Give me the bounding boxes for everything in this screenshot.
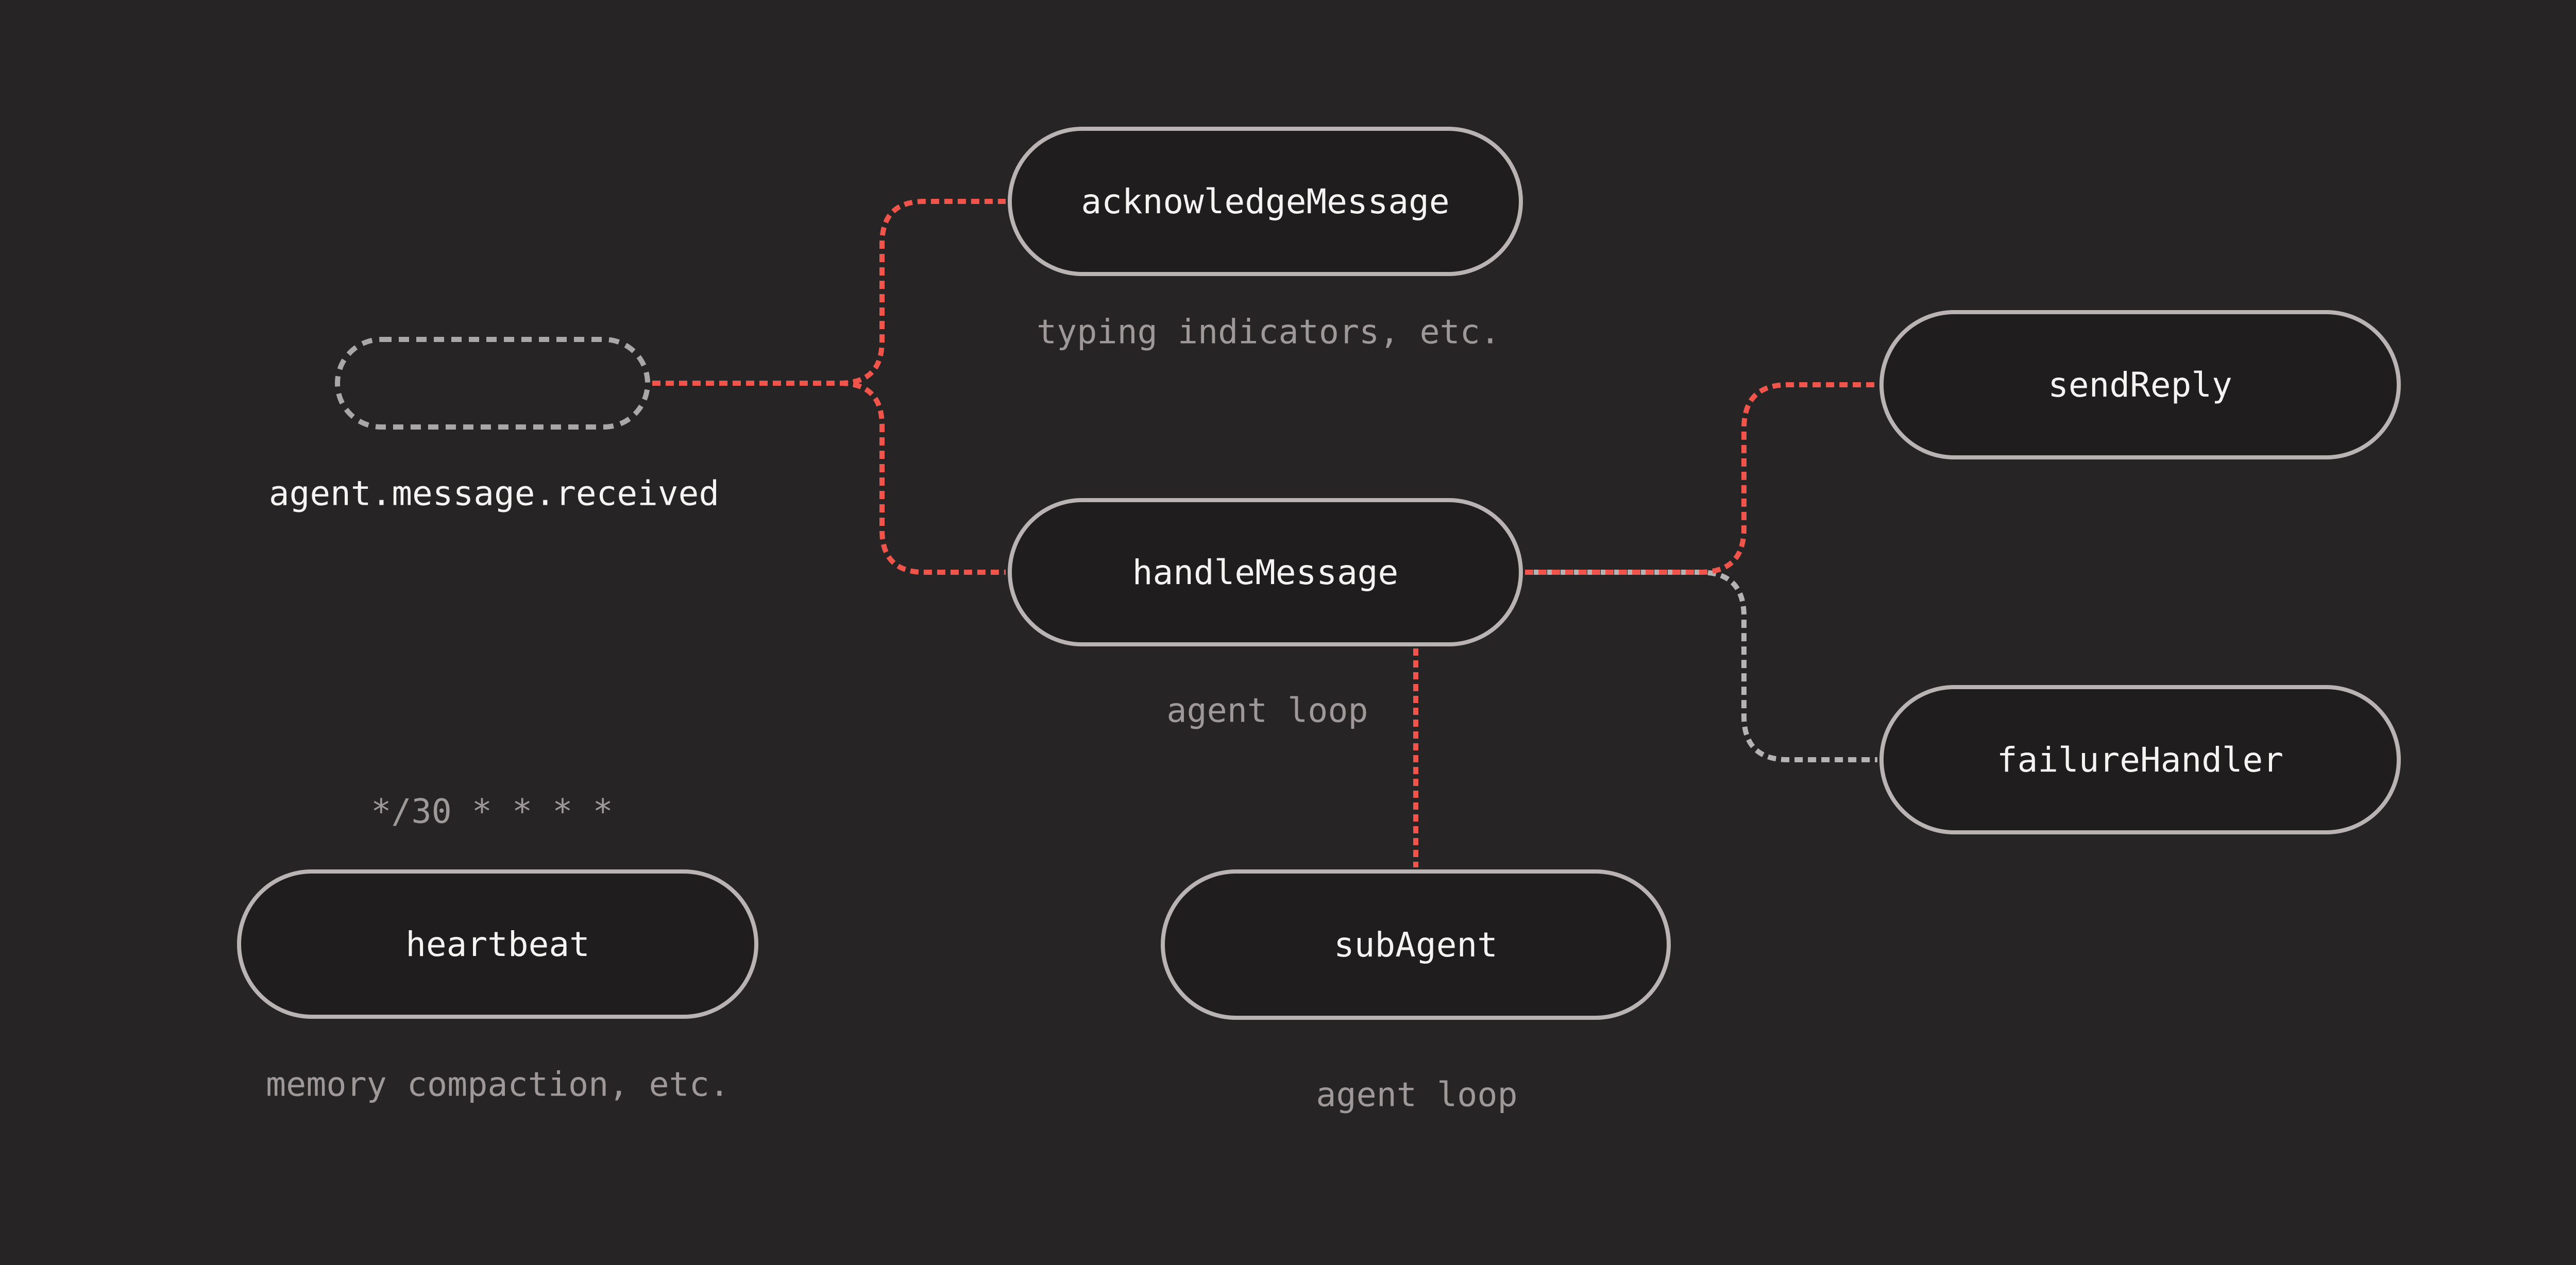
edge-trigger-handlemessage [652,381,1006,575]
node-failurehandler-label: failureHandler [1996,740,2284,780]
node-acknowledgemessage-label: acknowledgeMessage [1081,181,1450,221]
trigger-ghost-node [335,337,650,430]
node-subagent: subAgent [1161,869,1671,1020]
node-sendreply: sendReply [1879,310,2401,459]
node-sendreply-label: sendReply [2048,365,2232,405]
caption-acknowledgemessage: typing indicators, etc. [1036,313,1501,352]
node-acknowledgemessage: acknowledgeMessage [1008,127,1523,276]
node-heartbeat-label: heartbeat [405,924,590,964]
node-handlemessage-label: handleMessage [1132,552,1399,592]
edge-handlemessage-failurehandler [1525,570,1877,762]
caption-handlemessage: agent loop [1166,691,1368,730]
node-failurehandler: failureHandler [1879,685,2401,834]
node-subagent-label: subAgent [1334,925,1498,965]
edge-handlemessage-sendreply [1525,382,1877,575]
caption-heartbeat: memory compaction, etc. [265,1065,730,1104]
edge-trigger-acknowledgemessage [652,199,1006,386]
caption-subagent: agent loop [1316,1075,1518,1115]
node-handlemessage: handleMessage [1008,498,1523,646]
heartbeat-schedule-label: */30 * * * * [371,792,613,831]
node-heartbeat: heartbeat [237,869,758,1019]
trigger-event-label: agent.message.received [268,473,720,514]
